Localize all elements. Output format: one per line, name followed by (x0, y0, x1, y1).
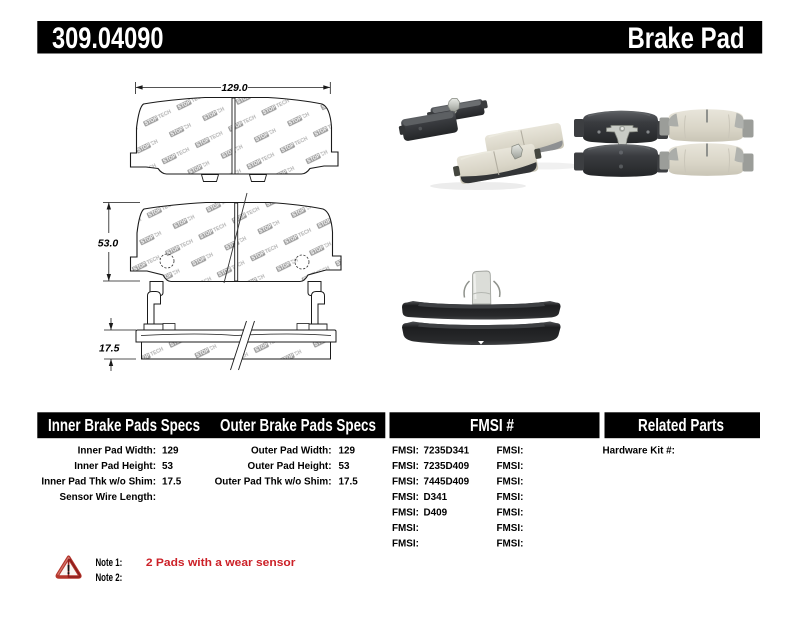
svg-text:FMSI:: FMSI: (497, 507, 524, 518)
svg-text:D341: D341 (424, 492, 448, 503)
svg-text:Outer Pad Width:: Outer Pad Width: (251, 445, 332, 456)
svg-text:Inner Pad Thk w/o Shim:: Inner Pad Thk w/o Shim: (41, 476, 156, 487)
svg-text:FMSI:: FMSI: (392, 445, 419, 456)
svg-text:309.04090: 309.04090 (52, 22, 164, 55)
svg-text:FMSI:: FMSI: (392, 492, 419, 503)
svg-text:Note 2:: Note 2: (96, 572, 123, 584)
svg-text:129: 129 (162, 445, 179, 456)
svg-text:53.0: 53.0 (98, 238, 119, 250)
svg-text:D409: D409 (424, 507, 448, 518)
svg-text:Outer Pad Height:: Outer Pad Height: (248, 461, 332, 472)
svg-text:FMSI #: FMSI # (470, 415, 514, 435)
svg-text:Inner Pad Width:: Inner Pad Width: (78, 445, 156, 456)
svg-text:17.5: 17.5 (162, 476, 182, 487)
svg-text:Sensor Wire Length:: Sensor Wire Length: (60, 492, 156, 503)
svg-text:FMSI:: FMSI: (497, 476, 524, 487)
svg-text:7235D341: 7235D341 (424, 445, 470, 456)
svg-text:Inner Brake Pads Specs: Inner Brake Pads Specs (48, 415, 200, 435)
svg-text:Brake Pad: Brake Pad (628, 22, 745, 55)
svg-text:FMSI:: FMSI: (392, 538, 419, 549)
svg-text:Related Parts: Related Parts (638, 415, 724, 435)
svg-text:FMSI:: FMSI: (497, 461, 524, 472)
svg-text:53: 53 (162, 461, 173, 472)
svg-text:17.5: 17.5 (99, 343, 120, 355)
svg-text:!: ! (66, 562, 70, 577)
svg-text:17.5: 17.5 (339, 476, 359, 487)
svg-text:7445D409: 7445D409 (424, 476, 470, 487)
svg-text:7235D409: 7235D409 (424, 461, 470, 472)
svg-text:Hardware Kit #:: Hardware Kit #: (603, 445, 675, 456)
svg-text:FMSI:: FMSI: (497, 492, 524, 503)
svg-text:FMSI:: FMSI: (497, 523, 524, 534)
svg-text:Outer Brake Pads Specs: Outer Brake Pads Specs (220, 415, 376, 435)
svg-text:Inner Pad Height:: Inner Pad Height: (74, 461, 156, 472)
svg-text:FMSI:: FMSI: (392, 476, 419, 487)
svg-text:FMSI:: FMSI: (392, 461, 419, 472)
svg-text:FMSI:: FMSI: (497, 538, 524, 549)
svg-text:FMSI:: FMSI: (497, 445, 524, 456)
svg-text:53: 53 (339, 461, 350, 472)
svg-text:Note 1:: Note 1: (96, 557, 123, 569)
svg-text:FMSI:: FMSI: (392, 507, 419, 518)
svg-text:Outer Pad Thk w/o Shim:: Outer Pad Thk w/o Shim: (215, 476, 332, 487)
svg-text:129.0: 129.0 (221, 82, 247, 94)
svg-text:FMSI:: FMSI: (392, 523, 419, 534)
svg-text:2 Pads with a wear sensor: 2 Pads with a wear sensor (146, 557, 296, 569)
svg-text:129: 129 (339, 445, 356, 456)
